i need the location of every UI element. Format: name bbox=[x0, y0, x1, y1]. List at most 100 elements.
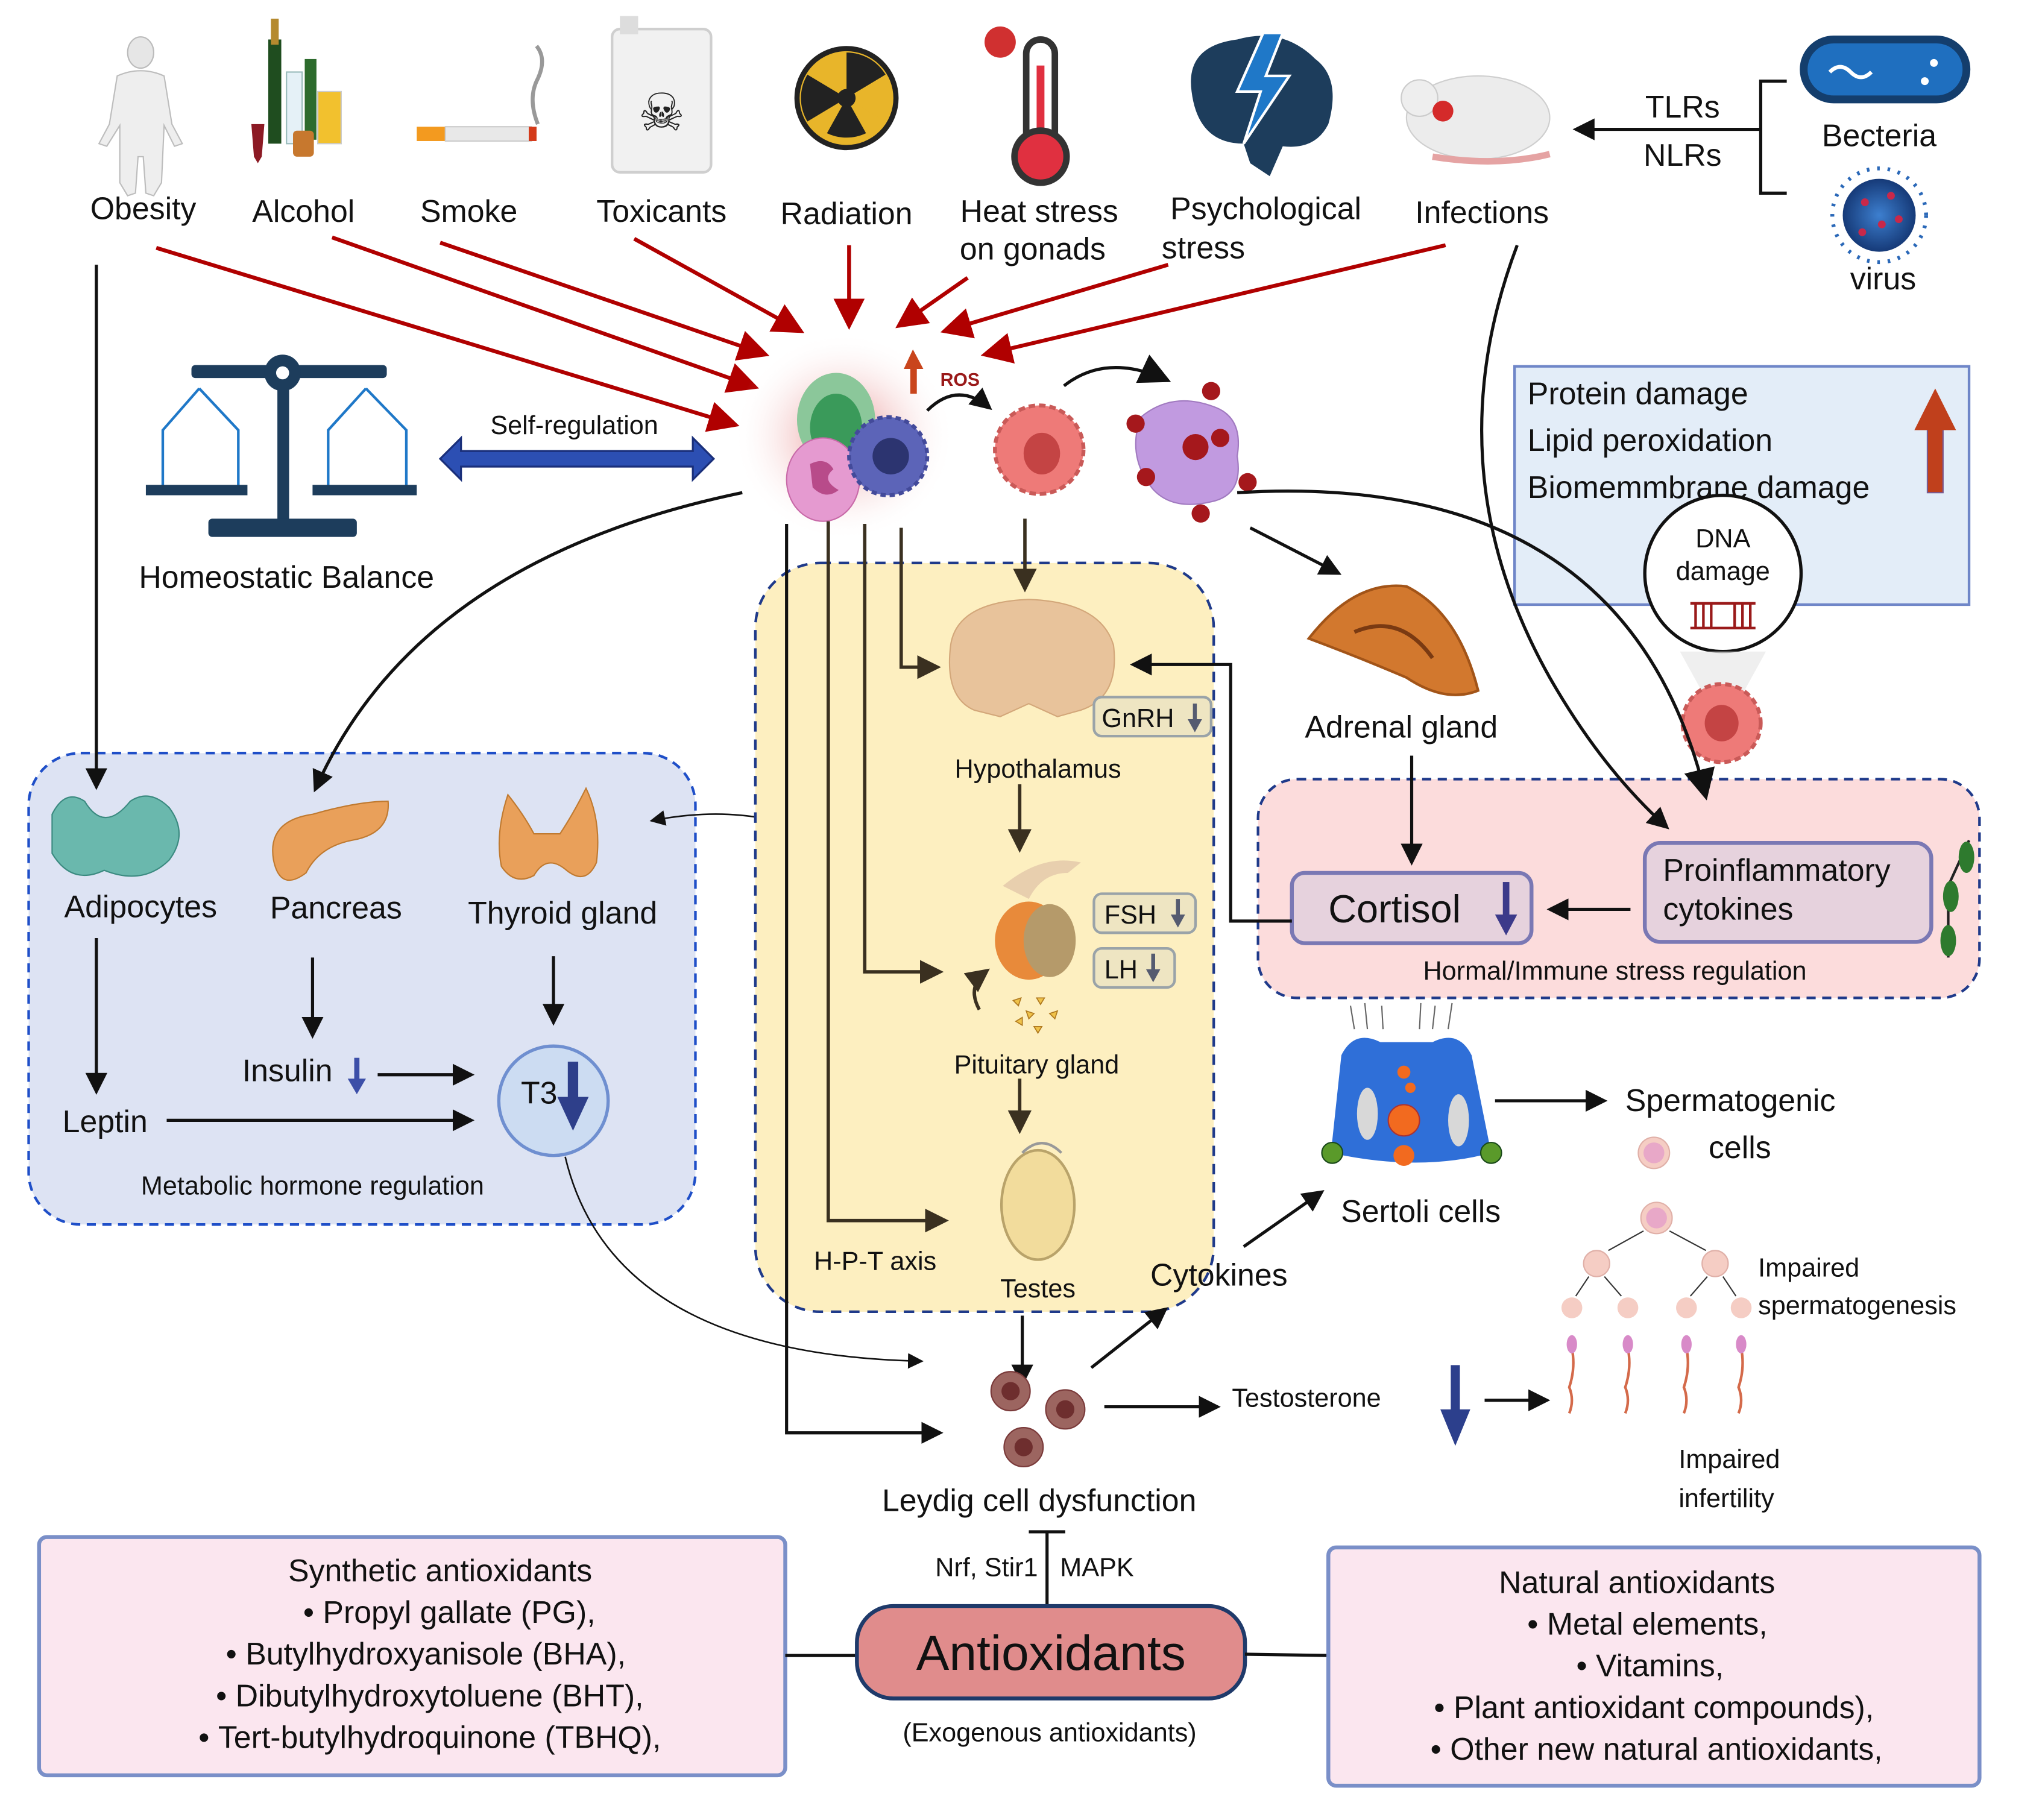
cortisol-box bbox=[1290, 871, 1534, 945]
risk-label-psych-line1: Psychological bbox=[1170, 191, 1361, 226]
damage-increase-arrow-icon bbox=[1914, 388, 1956, 494]
spermatogenic-label-line2: cells bbox=[1709, 1130, 1771, 1165]
dna-label-line1: DNA bbox=[1695, 524, 1750, 553]
synthetic-list: • Propyl gallate (PG), • Butylhydroxyani… bbox=[198, 1595, 661, 1754]
homeostatic-balance-label: Homeostatic Balance bbox=[139, 559, 434, 594]
t3-to-leydig-arrow bbox=[564, 1156, 924, 1369]
dna-strand-icon bbox=[1690, 602, 1756, 630]
fsh-label: FSH bbox=[1105, 901, 1156, 930]
gnrh-down-arrow-icon bbox=[1187, 704, 1202, 732]
hpt-axis-panel bbox=[754, 561, 1215, 1314]
cigarette-icon bbox=[417, 45, 544, 142]
thermometer-icon bbox=[985, 26, 1070, 186]
testes-label: Testes bbox=[1000, 1274, 1076, 1303]
macrophage-superoxide-icon bbox=[1126, 382, 1257, 523]
risk-label-infections: Infections bbox=[1415, 195, 1549, 230]
hpt-axis-label: H-P-T axis bbox=[814, 1247, 936, 1276]
lh-down-arrow-icon bbox=[1145, 953, 1161, 983]
immune-cells-cluster bbox=[733, 332, 955, 541]
risk-label-toxicants: Toxicants bbox=[596, 194, 726, 228]
natural-connector bbox=[1244, 1652, 1329, 1657]
tlrs-label: TLRs bbox=[1645, 89, 1720, 124]
radiation-icon bbox=[794, 46, 899, 151]
cytokines-to-sertoli-label: Cytokines bbox=[1150, 1258, 1288, 1293]
impaired-infertility-line2: infertility bbox=[1678, 1484, 1774, 1513]
stressed-brain-icon bbox=[1191, 31, 1333, 177]
nlrs-label: NLRs bbox=[1643, 137, 1722, 172]
dna-label-line2: damage bbox=[1676, 557, 1770, 586]
synthetic-item: • Butylhydroxyanisole (BHA), bbox=[226, 1636, 626, 1671]
testis-icon bbox=[1000, 1142, 1076, 1261]
ros-to-cell-arrow bbox=[926, 387, 992, 412]
sertoli-cells-label: Sertoli cells bbox=[1341, 1194, 1501, 1229]
t3-circle bbox=[497, 1044, 610, 1157]
bacteria-label: Becteria bbox=[1822, 118, 1936, 153]
cell-to-macrophage-arrow bbox=[1063, 354, 1171, 388]
synthetic-title: Synthetic antioxidants bbox=[288, 1553, 592, 1588]
risk-arrows bbox=[156, 235, 1446, 432]
thyroid-gland-icon bbox=[498, 787, 599, 880]
synthetic-item: • Dibutylhydroxytoluene (BHT), bbox=[216, 1678, 643, 1713]
risk-label-obesity: Obesity bbox=[90, 191, 197, 226]
adrenal-gland-label: Adrenal gland bbox=[1305, 709, 1498, 744]
lh-label: LH bbox=[1105, 956, 1138, 984]
antioxidants-button[interactable] bbox=[855, 1604, 1247, 1701]
gnrh-label: GnRH bbox=[1101, 704, 1174, 733]
natural-title: Natural antioxidants bbox=[1499, 1564, 1775, 1599]
fsh-badge bbox=[1092, 892, 1197, 934]
cytokines-to-sertoli-arrow bbox=[1243, 1190, 1325, 1248]
hypothalamus-icon bbox=[948, 599, 1115, 717]
cytokines-box bbox=[1642, 841, 1933, 944]
antibody-chain-icon bbox=[1940, 840, 1974, 958]
leydig-dysfunction-label: Leydig cell dysfunction bbox=[882, 1482, 1196, 1517]
natural-item: • Metal elements, bbox=[1527, 1607, 1767, 1642]
cytokines-label-line1: Proinflammatory bbox=[1663, 852, 1890, 887]
synthetic-item: • Propyl gallate (PG), bbox=[303, 1595, 596, 1629]
obesity-icon bbox=[98, 36, 183, 197]
pathway-label-right: MAPK bbox=[1060, 1553, 1134, 1582]
immune-signal-lines bbox=[785, 518, 1037, 1444]
gnrh-badge bbox=[1092, 696, 1213, 738]
thyroid-gland-label: Thyroid gland bbox=[468, 895, 657, 930]
adipocytes-label: Adipocytes bbox=[65, 889, 218, 924]
cytokines-label-line2: cytokines bbox=[1663, 892, 1793, 927]
fsh-down-arrow-icon bbox=[1170, 899, 1185, 928]
spermatogenic-label-line1: Spermatogenic bbox=[1625, 1083, 1836, 1118]
self-regulation-double-arrow[interactable] bbox=[438, 435, 716, 482]
risk-label-alcohol: Alcohol bbox=[252, 194, 355, 228]
ros-up-arrow-icon bbox=[904, 349, 924, 394]
alcohol-icon bbox=[251, 18, 342, 163]
pituitary-gland-icon bbox=[995, 860, 1081, 1034]
natural-item: • Plant antioxidant compounds), bbox=[1434, 1690, 1874, 1725]
synthetic-item: • Tert-butylhydroquinone (TBHQ), bbox=[198, 1720, 661, 1755]
impaired-spermatogenesis-line1: Impaired bbox=[1758, 1254, 1859, 1283]
metabolic-regulation-title: Metabolic hormone regulation bbox=[141, 1171, 484, 1200]
t3-down-arrow-icon bbox=[557, 1062, 589, 1131]
damaged-cell-icon bbox=[993, 403, 1086, 496]
cortisol-label: Cortisol bbox=[1328, 887, 1461, 931]
virus-icon bbox=[1830, 166, 1928, 265]
risk-label-heat-line1: Heat stress bbox=[960, 194, 1118, 228]
risk-label-radiation: Radiation bbox=[781, 196, 913, 231]
pathway-label-left: Nrf, Stir1 bbox=[935, 1553, 1038, 1582]
damage-box bbox=[1513, 365, 1971, 606]
cortisol-down-arrow-icon bbox=[1495, 882, 1517, 936]
adrenal-gland-icon bbox=[1306, 584, 1480, 696]
damage-item-protein: Protein damage bbox=[1528, 376, 1748, 411]
damage-item-lipid: Lipid peroxidation bbox=[1528, 423, 1773, 458]
damaged-cell-dna-icon bbox=[1680, 682, 1763, 764]
sertoli-cells-icon bbox=[1321, 1003, 1502, 1166]
natural-antioxidants-box bbox=[1326, 1545, 1982, 1788]
risk-label-heat-line2: on gonads bbox=[960, 231, 1106, 266]
pituitary-gland-label: Pituitary gland bbox=[954, 1051, 1120, 1080]
immune-to-pancreas-arrow bbox=[312, 491, 743, 793]
ros-label: ROS bbox=[941, 370, 980, 390]
testosterone-label: Testosterone bbox=[1232, 1384, 1381, 1413]
insulin-label: Insulin bbox=[242, 1053, 333, 1088]
infected-mouse-icon bbox=[1401, 75, 1551, 165]
bacteria-icon bbox=[1800, 36, 1971, 104]
antioxidants-subtitle: (Exogenous antioxidants) bbox=[903, 1719, 1196, 1748]
natural-list: • Metal elements, • Vitamins, • Plant an… bbox=[1431, 1607, 1883, 1766]
risk-label-psych-line2: stress bbox=[1162, 230, 1245, 265]
